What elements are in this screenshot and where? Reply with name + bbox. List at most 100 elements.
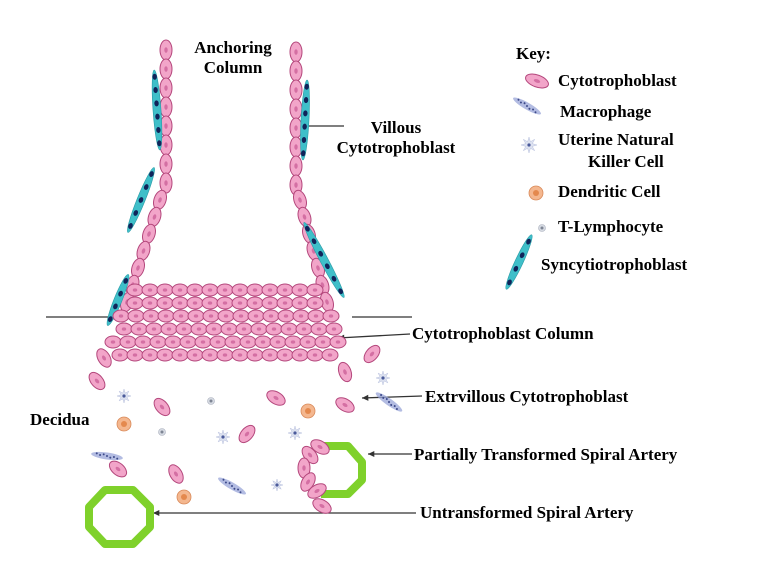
cell-nucleus <box>192 288 198 292</box>
cell-nucleus <box>115 466 121 472</box>
column-cell <box>156 283 174 297</box>
column-cell <box>307 309 325 323</box>
syncytio-nucleus <box>123 277 129 284</box>
right-stem-cell <box>289 98 303 120</box>
macrophage-granule <box>239 491 242 494</box>
cell-nucleus <box>244 431 250 437</box>
macrophage-icon <box>513 97 541 115</box>
extravillous-cytotrophoblast <box>168 464 184 484</box>
cell-nucleus <box>290 340 296 344</box>
right-slope-cell <box>293 189 307 211</box>
cell-nucleus <box>294 125 298 131</box>
syncytio-nucleus <box>301 150 306 157</box>
left-stem-cell <box>159 39 173 61</box>
column-cell <box>291 296 309 310</box>
cell-nucleus <box>252 301 258 305</box>
extravillous-cytotrophoblast <box>312 498 332 514</box>
cell-nucleus <box>256 327 262 331</box>
cell-nucleus <box>159 404 165 410</box>
cell-nucleus <box>267 301 273 305</box>
left-slope-cell <box>142 223 156 245</box>
column-cell <box>254 335 272 349</box>
column-cell <box>306 296 324 310</box>
cell-nucleus <box>155 340 161 344</box>
untransformed-artery-label: Untransformed Spiral Artery <box>420 503 634 522</box>
cell-nucleus <box>313 314 319 318</box>
cell-nucleus <box>282 301 288 305</box>
t-lymphocyte <box>207 397 215 405</box>
cytotrophoblast-icon <box>525 73 549 89</box>
syncytio-nucleus <box>302 123 307 130</box>
syncytio-body <box>505 234 533 290</box>
column-cell <box>186 283 204 297</box>
column-cell <box>306 283 324 297</box>
anchoring-column-label-line1: Anchoring <box>194 38 272 57</box>
cell-nucleus <box>162 353 168 357</box>
extravillous-cytotrophoblast <box>363 344 381 364</box>
key-icons-layer <box>505 73 549 290</box>
macrophage-granule <box>523 102 526 105</box>
cell-nucleus <box>369 351 375 357</box>
column-cell <box>111 348 129 362</box>
column-cell <box>220 322 238 336</box>
cell-nucleus <box>317 444 323 450</box>
cell-nucleus <box>164 180 168 186</box>
column-cell <box>306 348 324 362</box>
cell-nucleus <box>170 340 176 344</box>
syncytio-nucleus <box>311 238 317 245</box>
column-cell <box>209 335 227 349</box>
left-stem-cell <box>159 153 173 175</box>
column-cell <box>149 335 167 349</box>
macrophage-granule <box>228 482 231 485</box>
cell-nucleus <box>147 353 153 357</box>
column-cell <box>164 335 182 349</box>
column-cell <box>216 283 234 297</box>
cell-nucleus <box>312 288 318 292</box>
column-cell <box>295 322 313 336</box>
dendritic-cell <box>300 403 316 419</box>
key-label-syncytiotrophoblast: Syncytiotrophoblast <box>541 255 688 274</box>
cell-nucleus <box>164 123 168 129</box>
macrophage-granule <box>390 403 393 406</box>
cell-nucleus <box>320 340 326 344</box>
column-cell <box>276 296 294 310</box>
column-cell <box>321 348 339 362</box>
column-cell <box>299 335 317 349</box>
left-syncytiotrophoblast-lower <box>106 274 130 326</box>
column-cell <box>291 283 309 297</box>
macrophage-granule <box>534 111 537 114</box>
cell-nucleus <box>162 288 168 292</box>
cell-nucleus <box>302 214 307 220</box>
macrophage-granule <box>102 453 105 456</box>
syncytio-nucleus <box>301 136 307 143</box>
cell-nucleus <box>237 353 243 357</box>
nk-cell-nucleus <box>527 143 531 147</box>
cell-nucleus <box>207 301 213 305</box>
syncytio-nucleus <box>138 197 144 203</box>
syncytio-nucleus <box>304 83 309 90</box>
cell-nucleus <box>147 301 153 305</box>
macrophage <box>375 392 403 412</box>
column-cell <box>246 296 264 310</box>
column-cell <box>130 322 148 336</box>
macrophage-granule <box>99 454 102 457</box>
cell-nucleus <box>164 66 168 72</box>
cell-nucleus <box>140 340 146 344</box>
cell-nucleus <box>158 197 162 203</box>
column-cell <box>231 348 249 362</box>
macrophage-granule <box>528 107 531 110</box>
column-cell <box>171 348 189 362</box>
macrophage-granule <box>382 396 385 399</box>
macrophage <box>91 451 123 461</box>
column-cell <box>179 335 197 349</box>
column-cell <box>142 309 160 323</box>
macrophage-granule <box>231 485 233 487</box>
cell-nucleus <box>335 340 341 344</box>
cell-nucleus <box>294 106 298 112</box>
column-cell <box>190 322 208 336</box>
extravillous-pointer-arrowhead <box>362 394 369 401</box>
column-cell <box>231 283 249 297</box>
column-cell <box>187 309 205 323</box>
cell-nucleus <box>342 402 348 408</box>
cell-nucleus <box>253 314 259 318</box>
